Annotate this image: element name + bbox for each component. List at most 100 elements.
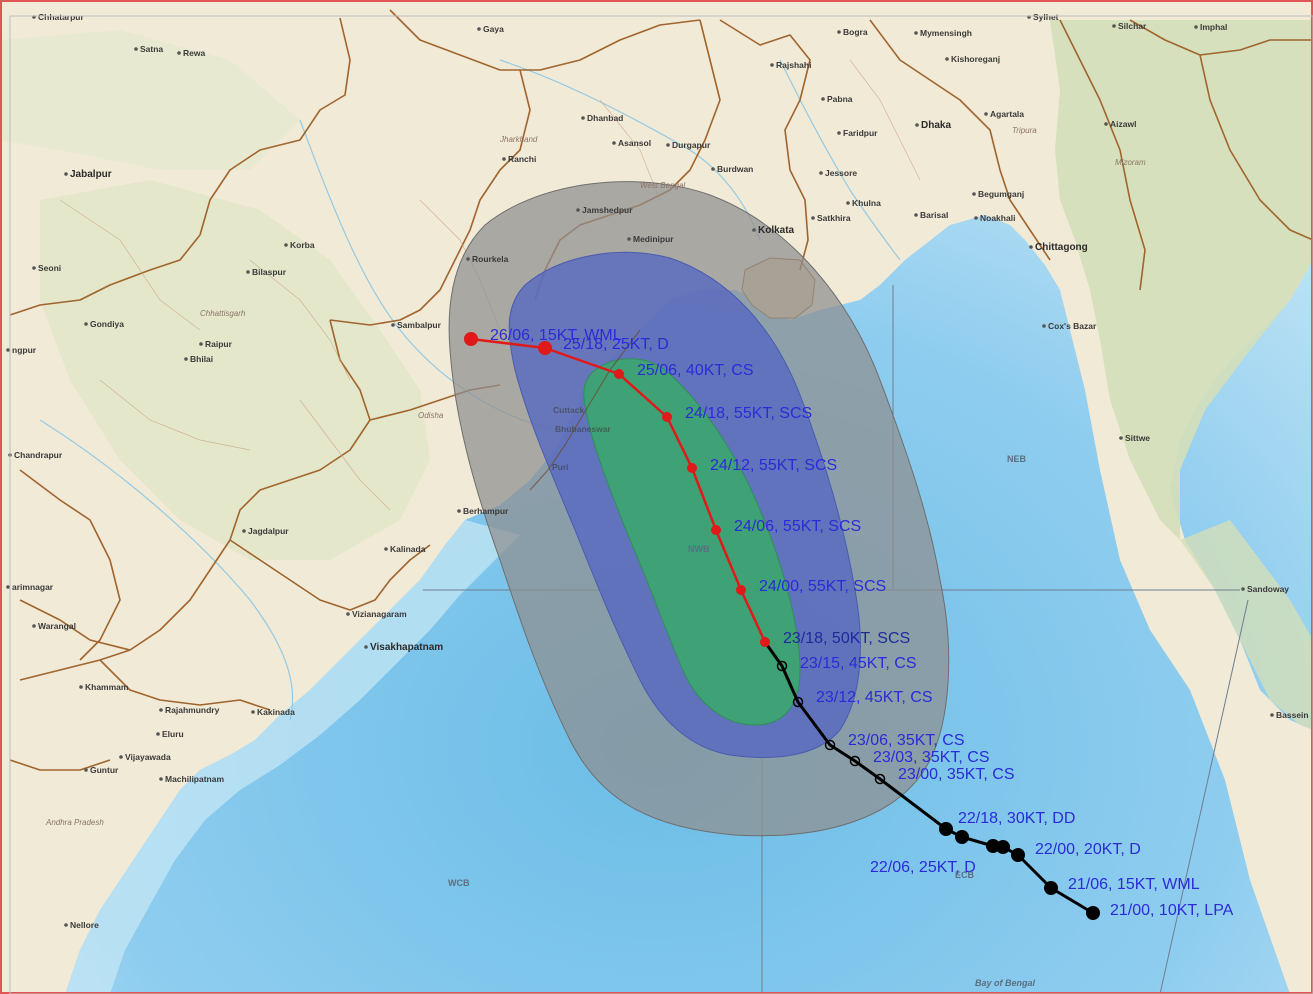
place-jessore: Jessore xyxy=(825,168,857,178)
city-dot xyxy=(159,777,163,781)
place-khammam: Khammam xyxy=(85,682,129,692)
land-green-west xyxy=(0,30,300,170)
track-label: 24/00, 55KT, SCS xyxy=(759,578,886,595)
cone-inner xyxy=(583,358,801,726)
city-dot xyxy=(837,131,841,135)
city-dot xyxy=(770,63,774,67)
city-cuttack: Cuttack xyxy=(553,405,584,415)
track-label: 24/18, 55KT, SCS xyxy=(685,405,812,422)
city-dot xyxy=(79,685,83,689)
place-bassein: Bassein xyxy=(1276,710,1309,720)
city-dot xyxy=(32,624,36,628)
region-chhattisgarh: Chhattisgarh xyxy=(200,309,246,318)
place-durgapur: Durgapur xyxy=(672,140,711,150)
city-puri: Puri xyxy=(552,462,569,472)
track-point-22-18 xyxy=(939,822,953,836)
city-dot xyxy=(581,116,585,120)
odisha-coastline xyxy=(529,329,641,491)
city-dot xyxy=(811,216,815,220)
track-point-26-06 xyxy=(464,332,478,346)
place-ranchi: Ranchi xyxy=(508,154,536,164)
place-nellore: Nellore xyxy=(70,920,99,930)
place-satkhira: Satkhira xyxy=(817,213,851,223)
water-ecb: ECB xyxy=(955,870,975,880)
track-point-22-00 xyxy=(1011,848,1025,862)
place-kishoreganj: Kishoreganj xyxy=(951,54,1000,64)
place-burdwan: Burdwan xyxy=(717,164,753,174)
place-dhanbad: Dhanbad xyxy=(587,113,623,123)
region-west-bengal: West Bengal xyxy=(640,181,685,190)
city-dot xyxy=(156,732,160,736)
city-dot xyxy=(251,710,255,714)
place-rewa: Rewa xyxy=(183,48,205,58)
city-dot xyxy=(612,141,616,145)
water-bay-of-bengal: Bay of Bengal xyxy=(975,978,1036,988)
city-dot xyxy=(6,348,10,352)
state-borders xyxy=(9,9,1313,771)
city-dot xyxy=(284,243,288,247)
track-point-25-18 xyxy=(538,341,552,355)
city-dot xyxy=(457,509,461,513)
city-dot xyxy=(1112,24,1116,28)
city-dot xyxy=(846,201,850,205)
place-warangal: Warangal xyxy=(38,621,76,631)
place-kalinada2: Kalinada xyxy=(390,544,426,554)
city-dot xyxy=(1270,713,1274,717)
track-point-22-12 xyxy=(955,830,969,844)
city-bhubaneswar: Bhubaneswar xyxy=(555,424,611,434)
city-dot xyxy=(1029,245,1033,249)
city-dot xyxy=(821,97,825,101)
track-point-23-15 xyxy=(776,660,788,672)
city-dot xyxy=(1104,122,1108,126)
city-dot xyxy=(84,768,88,772)
place-guntur: Guntur xyxy=(90,765,119,775)
city-dot xyxy=(177,51,181,55)
place-sylhet: Sylhet xyxy=(1033,12,1059,22)
track-point-23-00 xyxy=(874,773,886,785)
place-visakhapatnam: Visakhapatnam xyxy=(370,642,443,653)
region-mizoram: Mizoram xyxy=(1115,158,1146,167)
city-dot xyxy=(972,192,976,196)
city-dot xyxy=(1042,324,1046,328)
track-point-24-06 xyxy=(711,525,721,535)
city-dot xyxy=(1119,436,1123,440)
track-point-22-06 xyxy=(986,839,1000,853)
track-point-23-03 xyxy=(849,755,861,767)
track-point-21-06 xyxy=(1044,881,1058,895)
city-dot xyxy=(984,112,988,116)
track-label: 22/18, 30KT, DD xyxy=(958,810,1075,827)
place-comilla: Agartala xyxy=(990,109,1024,119)
track-point-21-00 xyxy=(1086,906,1100,920)
place-jagdalpur: Jagdalpur xyxy=(248,526,289,536)
place-jamshedpur: Jamshedpur xyxy=(582,205,633,215)
place-dhaka: Dhaka xyxy=(921,120,951,131)
city-dot xyxy=(819,171,823,175)
city-dot xyxy=(914,213,918,217)
place-vizianagaram: Vizianagaram xyxy=(352,609,407,619)
city-dot xyxy=(915,123,919,127)
track-label: 23/03, 35KT, CS xyxy=(873,749,990,766)
city-dot xyxy=(1241,587,1245,591)
place-khulna: Khulna xyxy=(852,198,881,208)
place-gaya: Gaya xyxy=(483,24,504,34)
track-point-24-18 xyxy=(662,412,672,422)
place-raipur: Raipur xyxy=(205,339,233,349)
place-begumganj: Begumganj xyxy=(978,189,1024,199)
place-rajahmundry: Rajahmundry xyxy=(165,705,220,715)
place-pabna: Pabna xyxy=(827,94,853,104)
city-dot xyxy=(384,547,388,551)
place-faridpur: Faridpur xyxy=(843,128,878,138)
track-label: 21/00, 10KT, LPA xyxy=(1110,902,1234,919)
track-point-24-12 xyxy=(687,463,697,473)
track-point-23-18 xyxy=(760,637,770,647)
place-sambalpur: Sambalpur xyxy=(397,320,442,330)
track-label: 26/06, 15KT, WML xyxy=(490,327,622,344)
track-label: 23/18, 50KT, SCS xyxy=(783,630,910,647)
place-chhatarpur: Chhatarpur xyxy=(38,12,85,22)
land-green-ne xyxy=(1050,20,1313,540)
city-dot xyxy=(974,216,978,220)
